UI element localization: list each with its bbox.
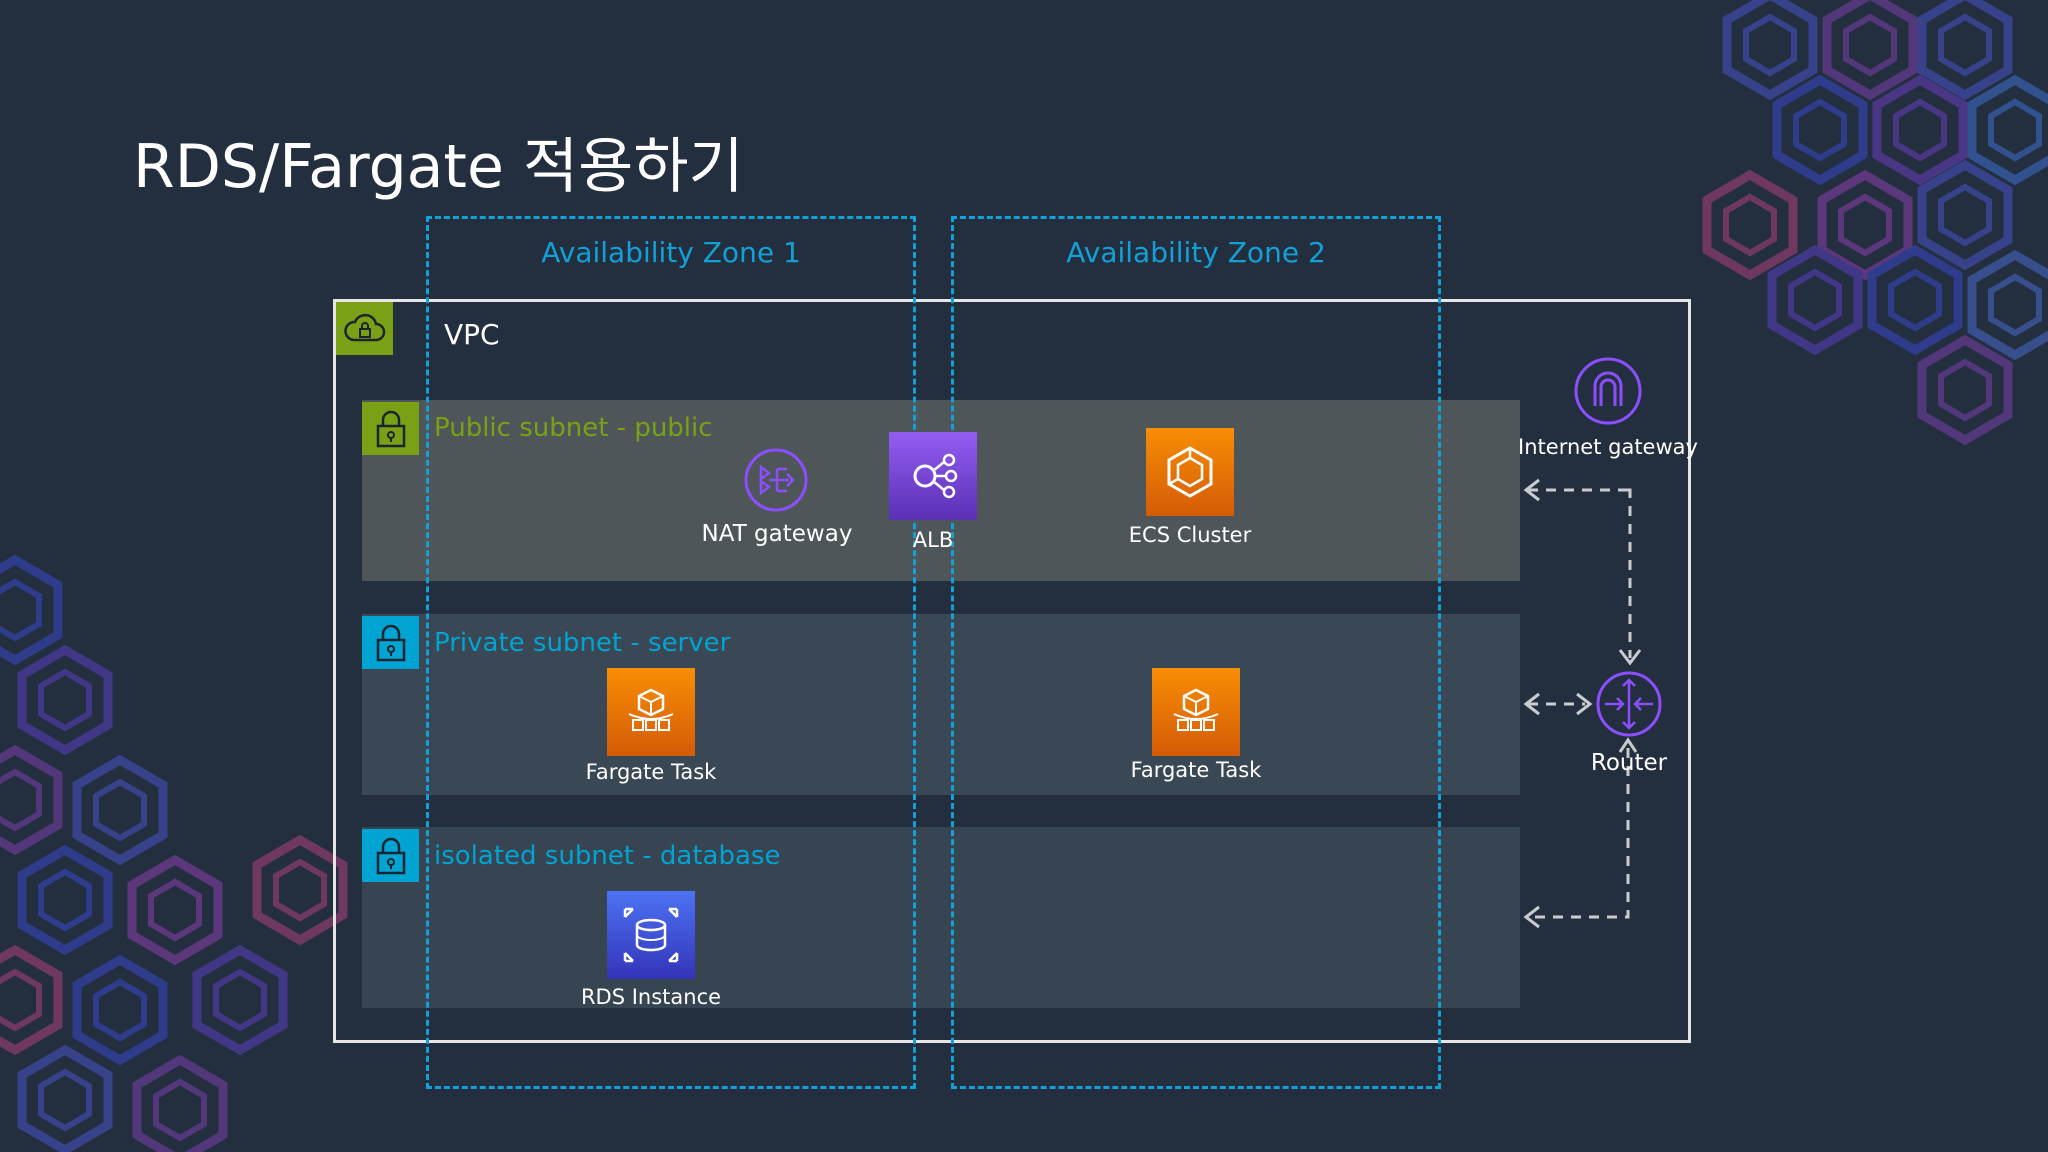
availability-zone-1-label: Availability Zone 1 bbox=[541, 236, 801, 269]
nat-gateway-node bbox=[743, 447, 809, 513]
ecs-icon bbox=[1167, 446, 1213, 498]
fargate-task-2-label: Fargate Task bbox=[1130, 758, 1262, 782]
lock-icon bbox=[376, 410, 405, 447]
fargate-icon bbox=[628, 688, 674, 731]
isolated-subnet-badge bbox=[362, 829, 419, 882]
lock-icon bbox=[376, 837, 405, 874]
vpc-badge bbox=[336, 302, 393, 355]
router-icon bbox=[1596, 671, 1662, 737]
internet-gateway-icon bbox=[1574, 357, 1642, 425]
alb-node bbox=[889, 432, 977, 520]
availability-zone-2-label: Availability Zone 2 bbox=[1066, 236, 1326, 269]
availability-zone-1 bbox=[426, 216, 916, 1089]
rds-instance-node bbox=[607, 891, 695, 979]
slide-title: RDS/Fargate 적용하기 bbox=[133, 132, 744, 202]
vpc-label: VPC bbox=[444, 318, 500, 351]
rds-icon bbox=[623, 907, 679, 963]
lock-icon bbox=[376, 624, 405, 661]
alb-label: ALB bbox=[912, 528, 954, 552]
public-subnet-label: Public subnet - public bbox=[434, 413, 713, 443]
vpc-cloud-lock-icon bbox=[343, 313, 385, 341]
nat-gateway-label: NAT gateway bbox=[701, 521, 853, 547]
router-label: Router bbox=[1590, 750, 1668, 776]
fargate-task-1-node bbox=[607, 668, 695, 756]
availability-zone-2 bbox=[951, 216, 1441, 1089]
nat-gateway-icon bbox=[744, 448, 808, 512]
ecs-cluster-node bbox=[1146, 428, 1234, 516]
private-subnet-badge bbox=[362, 616, 419, 669]
fargate-task-2-node bbox=[1152, 668, 1240, 756]
router-node bbox=[1595, 670, 1663, 738]
fargate-icon bbox=[1173, 688, 1219, 731]
private-subnet-label: Private subnet - server bbox=[434, 628, 731, 658]
public-subnet-badge bbox=[362, 402, 419, 455]
fargate-task-1-label: Fargate Task bbox=[585, 760, 717, 784]
vpc-boundary bbox=[333, 299, 1691, 1043]
internet-gateway-node bbox=[1573, 356, 1643, 426]
private-subnet-band bbox=[362, 614, 1520, 795]
ecs-cluster-label: ECS Cluster bbox=[1128, 523, 1252, 547]
internet-gateway-label: Internet gateway bbox=[1518, 435, 1698, 459]
isolated-subnet-band bbox=[362, 827, 1520, 1008]
rds-instance-label: RDS Instance bbox=[580, 985, 722, 1009]
isolated-subnet-label: isolated subnet - database bbox=[434, 841, 781, 871]
load-balancer-icon bbox=[913, 453, 958, 499]
